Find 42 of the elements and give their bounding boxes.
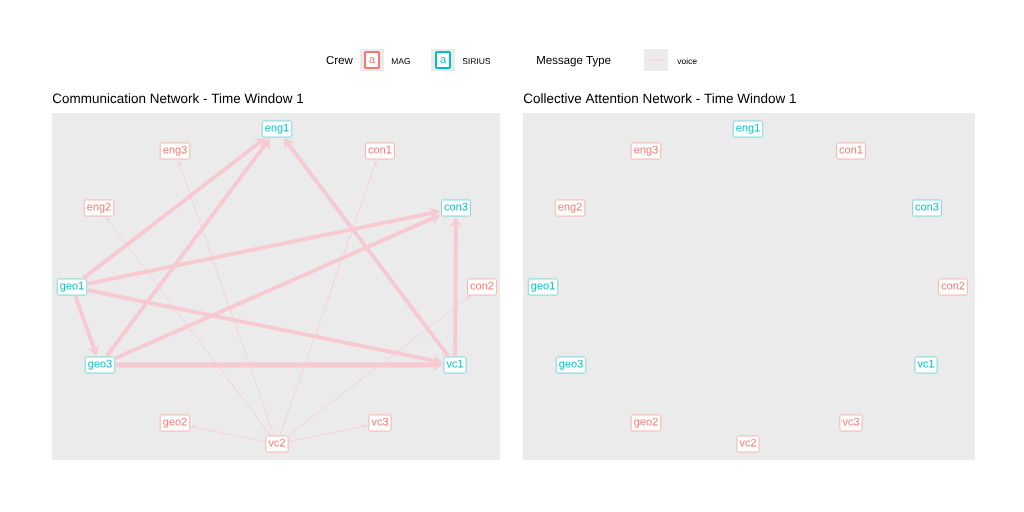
arrow <box>283 138 450 358</box>
node-label: vc2 <box>265 435 289 453</box>
node-label: con1 <box>365 142 395 160</box>
node-label: vc2 <box>736 435 760 453</box>
node-label: eng1 <box>262 120 292 138</box>
arrow <box>288 296 470 436</box>
node-label: geo1 <box>528 278 558 296</box>
node-label: eng1 <box>733 120 763 138</box>
node-label: eng3 <box>160 142 190 160</box>
arrow <box>106 217 271 436</box>
legend-label: SIRIUS <box>462 58 491 65</box>
node-label: geo3 <box>85 356 115 374</box>
legend-label: voice <box>677 57 697 65</box>
node-label: vc3 <box>839 414 863 432</box>
node-label: con2 <box>467 278 497 296</box>
arrow <box>73 295 100 356</box>
node-label: geo2 <box>631 414 661 432</box>
node-label: geo3 <box>556 356 586 374</box>
node-label: geo1 <box>57 278 87 296</box>
legend-label: MAG <box>391 58 410 65</box>
node-label: eng3 <box>631 142 661 160</box>
arrow <box>288 424 368 442</box>
node-label: eng2 <box>84 199 114 217</box>
legend-key: a <box>431 49 455 71</box>
arrow <box>105 138 271 358</box>
arrow <box>191 425 266 442</box>
node-label: vc3 <box>368 414 392 432</box>
node-label: vc1 <box>443 356 467 374</box>
node-label: vc1 <box>914 356 938 374</box>
node-label: con2 <box>938 278 968 296</box>
node-label: con1 <box>836 142 866 160</box>
arrow <box>178 160 275 436</box>
node-label: Collective Attention Network - Time Window 1 <box>523 93 796 104</box>
legend-key: a <box>360 49 384 71</box>
node-label: con3 <box>441 199 471 217</box>
node-label: geo2 <box>160 414 190 432</box>
legend-title: Crew <box>326 55 353 65</box>
node-label: con3 <box>912 199 942 217</box>
arrow <box>279 160 377 436</box>
legend-title: Message Type <box>537 56 611 67</box>
node-label: eng2 <box>555 199 585 217</box>
node-label: Communication Network - Time Window 1 <box>52 93 304 104</box>
